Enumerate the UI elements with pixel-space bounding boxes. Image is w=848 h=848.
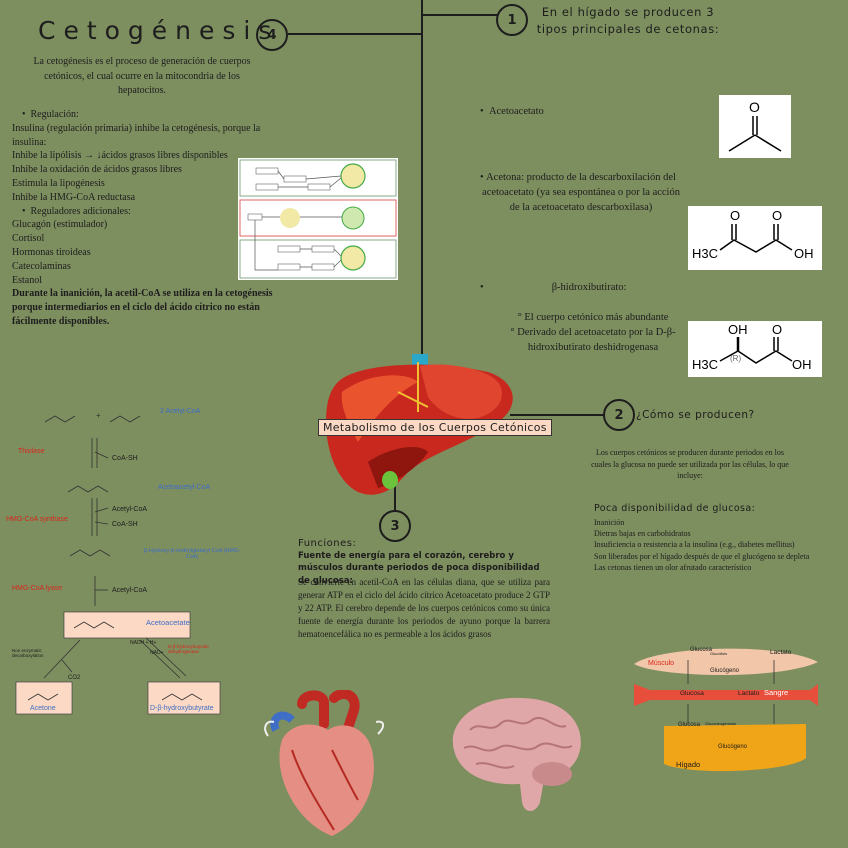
bhb-oxygen: O	[772, 322, 782, 337]
acetone-oxygen: O	[749, 99, 760, 115]
trunk-line	[421, 0, 423, 360]
pathway-hmg-synthase: HMG-CoA synthase	[6, 516, 68, 523]
section3-subheading: Fuente de energía para el corazón, cereb…	[298, 551, 540, 586]
section3-heading: Funciones:	[298, 538, 357, 549]
section3-text: Se convierte en acetil-CoA en las célula…	[298, 577, 550, 640]
item-acetona: •Acetona: producto de la descarboxilació…	[480, 172, 680, 214]
pathway-coa-sh-2: CoA-SH	[112, 521, 138, 528]
bhb-hydroxyl-2: OH	[792, 357, 812, 372]
cori-glucogeno-1: Glucógeno	[710, 668, 740, 674]
cori-cycle-diagram	[634, 648, 818, 772]
regulation-line-0: Insulina (regulación primaria) inhibe la…	[12, 122, 261, 148]
connector-4	[288, 33, 422, 35]
section4-intro: La cetogénesis es el proceso de generaci…	[33, 56, 251, 96]
additional-4: Estanol	[12, 274, 42, 286]
connector-2	[510, 414, 604, 416]
ketogenesis-pathway: + 2 Acetyl-CoA Thiolase CoA-SH Acetoacet…	[0, 400, 250, 730]
low-glucose-heading: Poca disponibilidad de glucosa:	[594, 503, 756, 514]
pathway-svg: +	[15, 411, 221, 715]
additional-0: Glucagón (estimulador)	[12, 219, 108, 231]
pathway-nadh: NADH + H+	[130, 640, 157, 646]
section1-heading: En el hígado se producen 3 tipos princip…	[536, 5, 720, 37]
connector-3	[394, 478, 396, 512]
additional-1: Cortisol	[12, 233, 45, 245]
acetoacetate-oxygen-1: O	[730, 208, 740, 223]
pathway-acetyl-coa-1: Acetyl-CoA	[112, 506, 148, 513]
acetoacetate-methyl: H3C	[692, 246, 718, 261]
cori-sangre: Sangre	[764, 688, 789, 697]
regulation-diagram-svg	[239, 159, 397, 279]
additional-2: Hormonas tiroideas	[12, 246, 91, 258]
bhb-structure: OH O H3C OH (R)	[688, 321, 822, 377]
cori-glucogeno-2: Glucógeno	[718, 744, 748, 750]
pathway-acetoacetate: Acetoacetate	[146, 618, 190, 627]
low-glucose-item-4: Las cetonas tienen un olor afrutado cara…	[594, 562, 752, 572]
pathway-dehydrogenase: D-β-hydroxybutyrate dehydrogenase	[168, 644, 209, 654]
pathway-non-enzymatic: Non enzymatic decarboxylation	[12, 648, 44, 658]
number-3: 3	[379, 510, 411, 542]
cori-glucosa-3: Glucosa	[678, 722, 701, 728]
bhb-notes: ° El cuerpo cetónico más abundante ° Der…	[498, 310, 688, 356]
regulation-diagram	[238, 158, 398, 280]
number-4: 4	[256, 19, 288, 51]
regulation-line-1: Inhibe la lipólisis → ↓ácidos grasos lib…	[12, 150, 228, 162]
item-acetoacetato: • Acetoacetato	[480, 106, 544, 117]
number-1: 1	[496, 4, 528, 36]
center-label: Metabolismo de los Cuerpos Cetónicos	[318, 419, 552, 436]
pathway-acetoacetyl: Acetoacetyl-CoA	[158, 484, 211, 491]
bhb-methyl: H3C	[692, 357, 718, 372]
connector-1	[422, 14, 497, 16]
regulation-heading: • Regulación:	[22, 109, 79, 120]
section2-text: Los cuerpos cetónicos se producen durant…	[591, 448, 789, 481]
brain-illustration	[452, 697, 581, 811]
bhb-hydroxyl-1: OH	[728, 322, 748, 337]
cori-glucosa-1: Glucosa	[690, 647, 713, 653]
pathway-coa-sh: CoA-SH	[112, 455, 138, 462]
pathway-thiolase: Thiolase	[18, 448, 45, 455]
pathway-nad: NAD+	[150, 650, 164, 656]
low-glucose-list: Inanición Dietras bajas en carbohidratos…	[594, 517, 844, 573]
section4-regulation: • Regulación: Insulina (regulación prima…	[12, 108, 282, 329]
bold-note: Durante la inanición, la acetil-CoA se u…	[12, 288, 273, 327]
pathway-acetylcoa-2: 2 Acetyl-CoA	[160, 408, 201, 415]
item-bhb: •β-hidroxibutirato:	[480, 282, 627, 293]
cori-higado: Hígado	[676, 760, 701, 769]
cori-glicolisis: Glucólisis	[710, 651, 728, 656]
low-glucose-item-3: Son liberados por el hígado después de q…	[594, 551, 810, 561]
cori-lactato-2: Lactato	[738, 690, 760, 697]
bhb-stereo: (R)	[730, 354, 741, 363]
bhb-note-0: ° El cuerpo cetónico más abundante	[517, 312, 669, 323]
number-2: 2	[603, 399, 635, 431]
pathway-co2: CO2	[68, 675, 81, 681]
acetone-structure: O	[719, 95, 791, 158]
pathway-bhb: D-β-hydroxybutyrate	[150, 705, 214, 712]
pathway-acetyl-coa-2: Acetyl-CoA	[112, 587, 148, 594]
acetoacetate-hydroxyl: OH	[794, 246, 814, 261]
section2-heading: ¿Cómo se producen?	[636, 409, 755, 421]
regulation-line-3: Estimula la lipogénesis	[12, 177, 105, 189]
regulation-line-2: Inhibe la oxidación de ácidos grasos lib…	[12, 164, 182, 176]
bhb-note-1: ° Derivado del acetoacetato por la D-β-h…	[510, 327, 676, 354]
page-title: Cetogénesis	[38, 16, 280, 45]
additional-heading: • Reguladores adicionales:	[22, 205, 131, 217]
regulation-line-4: Inhibe la HMG-CoA reductasa	[12, 191, 136, 203]
cori-glucosa-2: Glucosa	[680, 690, 704, 697]
pathway-hmg-coa: β-Hydroxy-β-methylglutaryl-CoA (HMG-CoA)	[143, 548, 241, 560]
svg-text:+: +	[96, 411, 101, 420]
pathway-acetone: Acetone	[30, 705, 56, 712]
pathway-hmg-lyase: HMG-CoA lyase	[12, 585, 63, 592]
cori-musculo: Músculo	[648, 660, 675, 667]
cori-gluconeo: Gluconeogénesis	[705, 721, 736, 726]
low-glucose-item-0: Inanición	[594, 518, 625, 527]
cori-lactato-1: Lactato	[770, 649, 792, 656]
low-glucose-item-1: Dietras bajas en carbohidratos	[594, 529, 691, 539]
acetoacetate-structure: O O H3C OH	[688, 206, 822, 270]
low-glucose-item-2: Insuficiencia o resistencia a la insulin…	[594, 540, 795, 550]
heart-illustration	[264, 690, 384, 836]
additional-3: Catecolaminas	[12, 260, 71, 272]
acetoacetate-oxygen-2: O	[772, 208, 782, 223]
